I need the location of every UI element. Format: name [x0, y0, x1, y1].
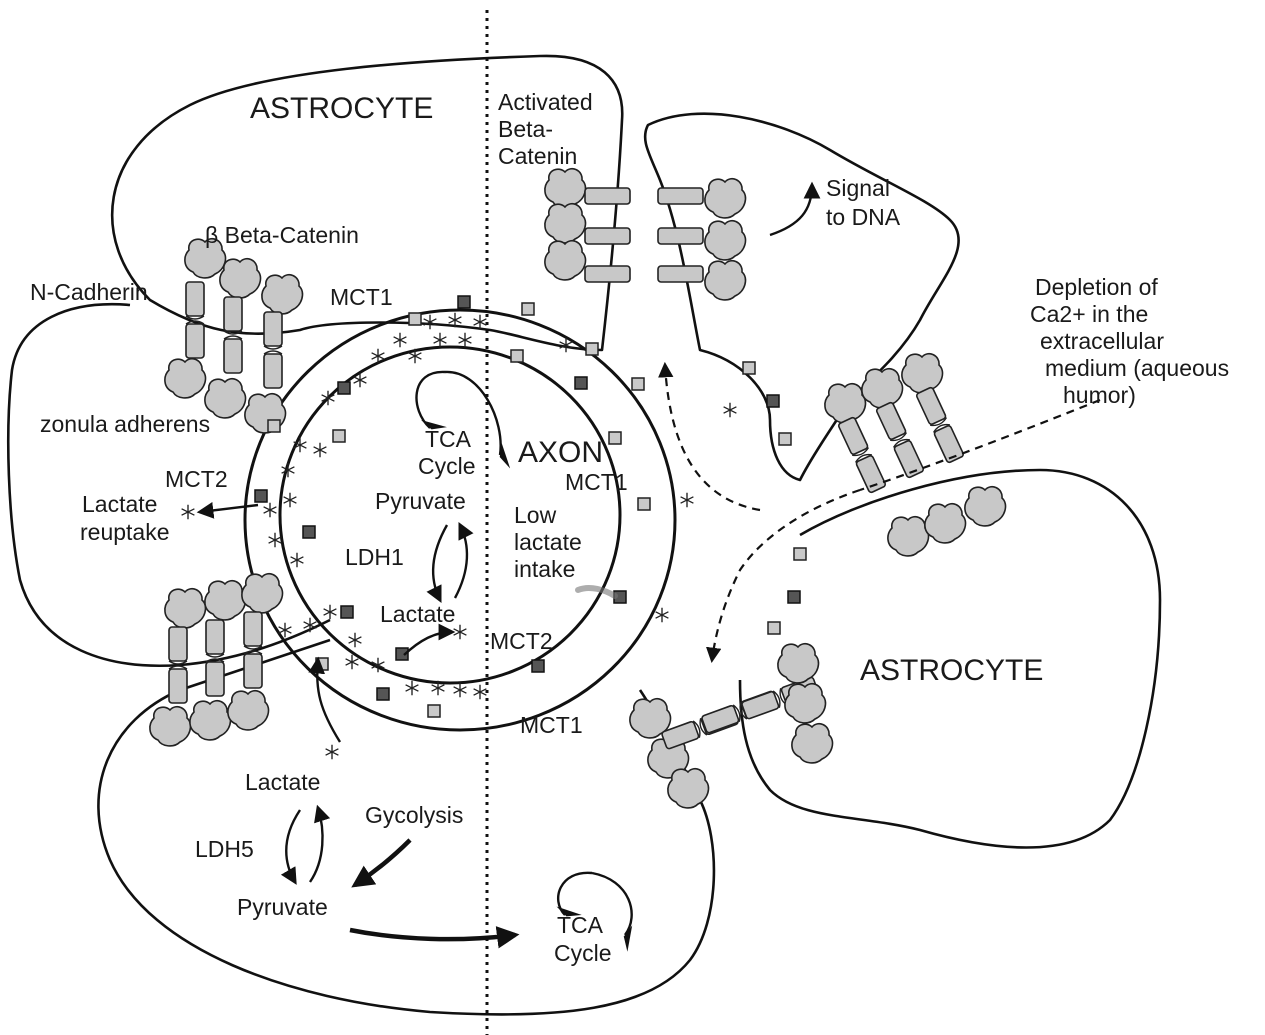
labels: ASTROCYTE ASTROCYTE Activated Beta- Cate…	[30, 89, 1229, 966]
label-mct2-bottom: MCT2	[490, 628, 553, 654]
label-signal-1: Signal	[826, 175, 890, 201]
label-mct1-bottom: MCT1	[520, 712, 583, 738]
label-mct1-top: MCT1	[330, 284, 393, 310]
right-upper-astrocyte-outline	[645, 114, 959, 480]
axon-outer-membrane	[245, 310, 675, 730]
label-tca-astro-2: Cycle	[554, 940, 612, 966]
label-axon: AXON	[518, 436, 603, 469]
label-astrocyte-right: ASTROCYTE	[860, 654, 1043, 687]
label-lactate-axon: Lactate	[380, 601, 455, 627]
label-low-1: Low	[514, 502, 557, 528]
label-activated-1: Activated	[498, 89, 593, 115]
label-depletion-4: medium (aqueous	[1045, 355, 1229, 381]
cadherin-cluster-top-left	[165, 239, 303, 433]
label-low-3: intake	[514, 556, 575, 582]
low-lactate-smudge	[578, 588, 615, 596]
label-pyruvate-astro: Pyruvate	[237, 894, 328, 920]
label-tca-axon-2: Cycle	[418, 453, 476, 479]
label-depletion-5: humor)	[1063, 382, 1136, 408]
label-gycolysis: Gycolysis	[365, 802, 463, 828]
label-lactate-reuptake-2: reuptake	[80, 519, 170, 545]
label-pyruvate-axon: Pyruvate	[375, 488, 466, 514]
label-depletion-1: Depletion of	[1035, 274, 1158, 300]
label-ldh5: LDH5	[195, 836, 254, 862]
label-beta-catenin: β Beta-Catenin	[205, 222, 359, 248]
label-activated-2: Beta-	[498, 116, 553, 142]
label-zonula: zonula adherens	[40, 411, 210, 437]
label-depletion-3: extracellular	[1040, 328, 1164, 354]
label-activated-3: Catenin	[498, 143, 577, 169]
label-tca-astro-1: TCA	[557, 912, 604, 938]
label-low-2: lactate	[514, 529, 582, 555]
cadherin-cluster-bottom-right	[630, 644, 833, 808]
cadherin-cluster-top-center	[545, 169, 746, 300]
label-ldh1: LDH1	[345, 544, 404, 570]
label-lactate-reuptake-1: Lactate	[82, 491, 157, 517]
label-mct1-right: MCT1	[565, 469, 628, 495]
label-n-cadherin: N-Cadherin	[30, 279, 148, 305]
label-signal-2: to DNA	[826, 204, 901, 230]
cadherin-cluster-right-middle	[825, 354, 1006, 556]
label-mct2-left: MCT2	[165, 466, 228, 492]
label-lactate-astro: Lactate	[245, 769, 320, 795]
label-tca-axon-1: TCA	[425, 426, 472, 452]
label-astrocyte-top: ASTROCYTE	[250, 92, 433, 125]
label-depletion-2: Ca2+ in the	[1030, 301, 1148, 327]
